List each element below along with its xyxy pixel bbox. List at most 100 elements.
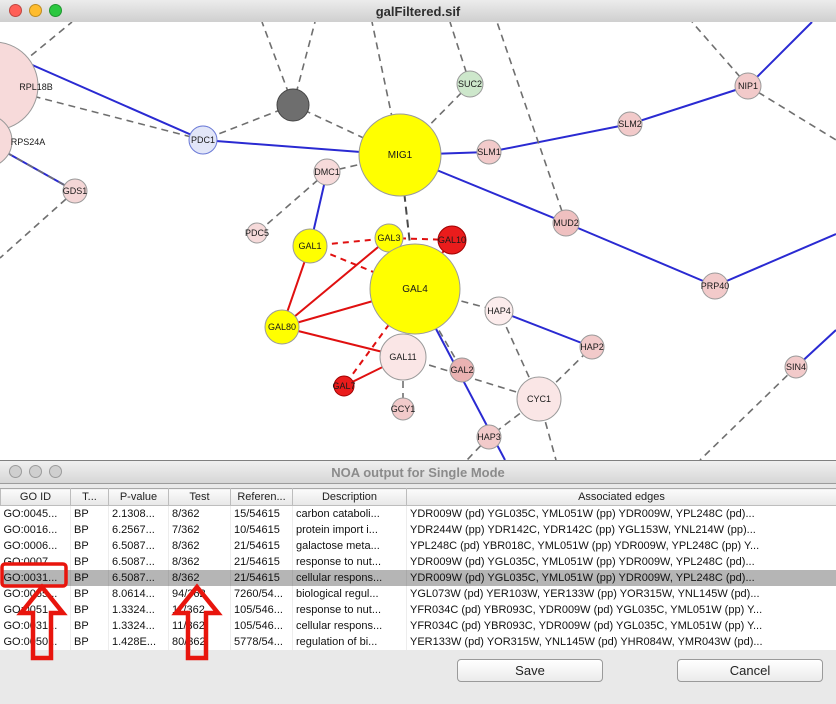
cell-reference[interactable]: 21/54615 [230,570,293,586]
node-prp40[interactable] [701,272,729,300]
edge-dash[interactable] [371,22,401,156]
node-rpl18b[interactable] [0,41,39,131]
cell-test[interactable]: 8/362 [168,570,231,586]
noa-titlebar[interactable]: NOA output for Single Mode [0,461,836,484]
node-pdc1[interactable] [188,125,218,155]
node-mig1[interactable] [358,113,442,197]
cell-edges[interactable]: YDR009W (pd) YGL035C, YML051W (pp) YDR00… [406,570,836,586]
column-header-test[interactable]: Test [168,488,231,506]
cell-edges[interactable]: YPL248C (pd) YBR018C, YML051W (pp) YDR00… [406,538,836,554]
cell-test[interactable]: 11/362 [168,602,231,618]
save-button[interactable]: Save [457,659,603,682]
cell-reference[interactable]: 105/546... [230,602,293,618]
close-button[interactable] [9,4,22,17]
cell-goid[interactable]: GO:0045... [0,505,71,522]
cell-reference[interactable]: 105/546... [230,618,293,634]
cell-edges[interactable]: YDR009W (pd) YGL035C, YML051W (pp) YDR00… [406,554,836,570]
edge-dash[interactable] [691,22,749,87]
node-hap4[interactable] [484,296,514,326]
node-slm2[interactable] [617,111,643,137]
node-gds1[interactable] [62,178,88,204]
cell-type[interactable]: BP [70,618,109,634]
edge-dash[interactable] [0,190,76,259]
node-gal4[interactable] [369,243,461,335]
edge-blue[interactable] [488,123,631,153]
cell-reference[interactable]: 7260/54... [230,586,293,602]
node-pdc5[interactable] [246,222,268,244]
cell-pvalue[interactable]: 6.5087... [108,538,169,554]
edge-dash[interactable] [256,171,328,234]
cell-pvalue[interactable]: 1.3324... [108,602,169,618]
minimize-button[interactable] [29,4,42,17]
cell-description[interactable]: biological regul... [292,586,407,602]
close-button[interactable] [9,465,22,478]
node-gal10[interactable] [437,225,467,255]
cell-reference[interactable]: 5778/54... [230,634,293,650]
cell-pvalue[interactable]: 1.428E... [108,634,169,650]
edge-dash[interactable] [399,83,471,156]
cell-goid[interactable]: GO:0006... [0,538,71,554]
cell-reference[interactable]: 10/54615 [230,522,293,538]
cell-test[interactable]: 7/362 [168,522,231,538]
cell-pvalue[interactable]: 1.3324... [108,618,169,634]
node-cyc1[interactable] [516,376,562,422]
edge-blue[interactable] [747,22,813,87]
node-rps24a[interactable] [0,115,13,167]
cell-description[interactable]: galactose meta... [292,538,407,554]
cell-goid[interactable]: GO:0065... [0,586,71,602]
node-hap3[interactable] [476,424,502,450]
edge-red[interactable] [281,237,390,328]
edge-reddash[interactable] [343,288,416,387]
cell-type[interactable]: BP [70,602,109,618]
cancel-button[interactable]: Cancel [677,659,823,682]
node-gal1[interactable] [292,228,328,264]
node-dmc1[interactable] [313,158,341,186]
node-gal11[interactable] [379,333,427,381]
cell-edges[interactable]: YGL073W (pd) YER103W, YER133W (pp) YOR31… [406,586,836,602]
cell-goid[interactable]: GO:0051... [0,602,71,618]
zoom-button[interactable] [49,465,62,478]
cell-type[interactable]: BP [70,586,109,602]
column-header-type[interactable]: T... [70,488,109,506]
edge-blue[interactable] [498,310,593,348]
node-sin4[interactable] [784,355,808,379]
cell-reference[interactable]: 21/54615 [230,554,293,570]
cell-pvalue[interactable]: 6.5087... [108,570,169,586]
cell-description[interactable]: regulation of bi... [292,634,407,650]
cell-description[interactable]: protein import i... [292,522,407,538]
cell-type[interactable]: BP [70,538,109,554]
cell-reference[interactable]: 21/54615 [230,538,293,554]
cell-goid[interactable]: GO:0016... [0,522,71,538]
node-gal7[interactable] [333,375,355,397]
cell-type[interactable]: BP [70,522,109,538]
edge-blue[interactable] [714,233,836,287]
zoom-button[interactable] [49,4,62,17]
cell-test[interactable]: 94/362 [168,586,231,602]
node-suc2[interactable] [456,70,484,98]
cell-reference[interactable]: 15/54615 [230,505,293,522]
cell-pvalue[interactable]: 8.0614... [108,586,169,602]
edge-dash[interactable] [747,85,836,141]
node-gal80[interactable] [264,309,300,345]
edge-blue[interactable] [629,85,749,125]
column-header-reference[interactable]: Referen... [230,488,293,506]
cell-edges[interactable]: YDR244W (pp) YDR142C, YDR142C (pp) YGL15… [406,522,836,538]
node-mud2[interactable] [552,209,580,237]
node-gcy1[interactable] [391,397,415,421]
cell-type[interactable]: BP [70,554,109,570]
column-header-pvalue[interactable]: P-value [108,488,169,506]
network-canvas[interactable]: RPL18BRPS24AGDS1PDC1MIG1SUC2SLM1SLM2NIP1… [0,22,836,460]
cell-goid[interactable]: GO:0050... [0,634,71,650]
cell-description[interactable]: carbon cataboli... [292,505,407,522]
cell-pvalue[interactable]: 2.1308... [108,505,169,522]
cell-description[interactable]: cellular respons... [292,618,407,634]
network-titlebar[interactable]: galFiltered.sif [0,0,836,23]
edge-reddash[interactable] [309,245,416,290]
